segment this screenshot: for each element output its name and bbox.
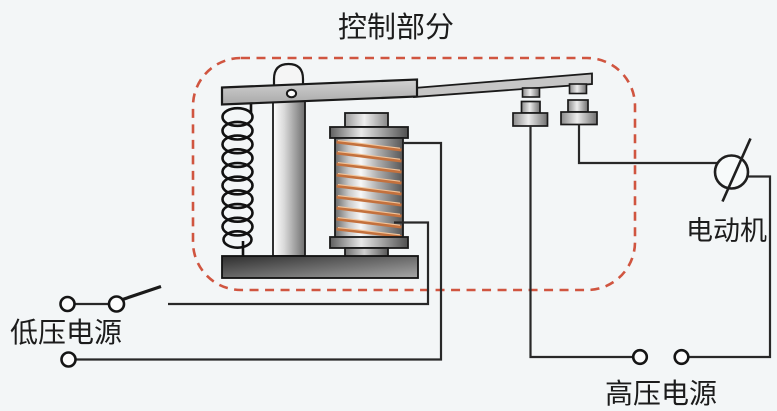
support-column xyxy=(272,93,306,257)
armature-lever xyxy=(220,72,593,106)
control-section-label: 控制部分 xyxy=(338,11,454,44)
motor-label: 电动机 xyxy=(686,216,767,246)
core-top-cap xyxy=(344,112,389,128)
knife-switch xyxy=(59,284,162,313)
high-voltage-terminal-right xyxy=(673,348,690,366)
low-voltage-terminal-top xyxy=(59,295,76,313)
motor-slash xyxy=(721,137,752,203)
moving-contact-stud-1 xyxy=(521,87,541,98)
moving-contact-stud-2 xyxy=(568,83,588,95)
wire-motor-to-hv-terminal xyxy=(688,175,772,359)
high-voltage-source-label: 高压电源 xyxy=(605,378,717,410)
return-spring xyxy=(221,103,254,256)
coil-bottom-flange xyxy=(329,236,409,249)
fixed-contact-stem-1 xyxy=(520,100,541,114)
coil-top-flange xyxy=(329,126,409,139)
low-voltage-terminal-bottom xyxy=(60,351,77,368)
electromagnet-coil xyxy=(329,112,409,261)
low-voltage-circuit xyxy=(59,141,443,368)
motor-symbol xyxy=(713,137,752,203)
fixed-contact-base-1 xyxy=(512,112,549,127)
switch-pivot-terminal xyxy=(107,295,126,313)
wire-contact2-to-motor xyxy=(577,124,718,165)
high-voltage-circuit xyxy=(529,124,772,366)
wire-contact1-to-hv-terminal xyxy=(529,126,633,359)
base-plate xyxy=(221,255,419,279)
switch-blade xyxy=(121,284,162,302)
control-section-dashed-boundary xyxy=(191,56,637,292)
fixed-contact-posts xyxy=(512,99,598,127)
high-voltage-terminal-left xyxy=(631,348,649,366)
wire-coil-to-bottom-terminal xyxy=(76,141,443,361)
pivot-hole xyxy=(285,88,298,99)
armature-bar xyxy=(220,78,419,106)
contact-carrier-strip xyxy=(413,72,593,98)
relay-mechanism xyxy=(220,62,598,279)
fixed-contact-base-2 xyxy=(560,111,598,126)
low-voltage-source-label: 低压电源 xyxy=(10,317,122,349)
copper-windings xyxy=(336,140,402,238)
wire-coil-to-switch xyxy=(168,221,430,306)
fixed-contact-stem-2 xyxy=(567,99,589,113)
